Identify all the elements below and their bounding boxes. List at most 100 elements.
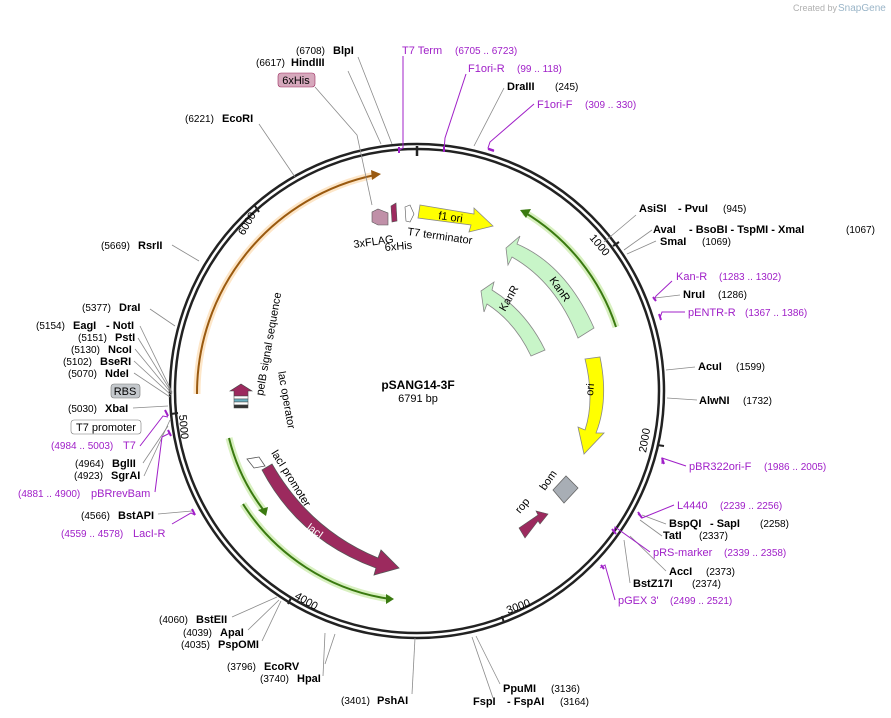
enzyme-pos: (2373) <box>706 567 735 578</box>
primer-name: F1ori-R <box>468 63 505 75</box>
callout-eagi <box>139 325 173 393</box>
enzyme-name: SmaI <box>660 236 686 248</box>
enzyme-pos: (5030) <box>68 404 97 415</box>
enzyme-name: AlwNI <box>699 395 730 407</box>
ori-arrow <box>577 356 605 455</box>
callout-blpi <box>357 56 393 145</box>
enzyme-pos: (3796) <box>227 662 256 673</box>
callout-apai <box>247 599 280 631</box>
enzyme-sep: - PvuI <box>678 203 708 215</box>
enzyme-pos: (5377) <box>82 303 111 314</box>
callout-ecorv <box>324 633 336 665</box>
primer-line-pbrrevbam <box>154 432 171 493</box>
callout-fspi <box>471 636 494 699</box>
green-arc-3 <box>242 503 391 600</box>
enzyme-name: HpaI <box>297 673 321 685</box>
3xflag-label: 3xFLAG <box>353 233 395 251</box>
plasmid-size: 6791 bp <box>398 393 438 405</box>
enzyme-sep: - BsoBI - TspMI - XmaI <box>689 224 804 236</box>
callout-ncoi <box>134 348 173 395</box>
enzyme-sep: - SapI <box>710 518 740 530</box>
enzyme-pos: (4039) <box>183 628 212 639</box>
enzyme-pos: (5130) <box>71 345 100 356</box>
t7-promoter-box-label: T7 promoter <box>76 422 136 434</box>
3xflag-mark <box>371 208 389 226</box>
green-arc-2-head <box>258 507 268 516</box>
primer-mark <box>611 528 617 535</box>
primer-marks <box>164 146 665 570</box>
kanr-outer-arrow <box>505 235 595 339</box>
enzyme-pos: (5070) <box>68 369 97 380</box>
primer-line-t7-term <box>398 56 404 151</box>
primer-name: T7 Term <box>402 45 442 57</box>
enzyme-pos: (4964) <box>75 459 104 470</box>
callout-ndei <box>133 372 171 398</box>
enzyme-pos: (1599) <box>736 362 765 373</box>
enzyme-pos: (3136) <box>551 684 580 695</box>
callout-drai <box>149 308 176 327</box>
enzyme-name: AccI <box>669 566 692 578</box>
orf-arc-halo <box>193 171 376 395</box>
tick-mark-3000 <box>501 615 505 624</box>
enzyme-pos: (1732) <box>743 396 772 407</box>
primer-mark <box>164 409 169 417</box>
enzyme-name: PpuMI <box>503 683 536 695</box>
callout-drui <box>654 294 681 299</box>
primer-line-t7 <box>139 415 169 447</box>
primer-mark <box>487 148 495 152</box>
callout-bstapi <box>157 510 193 515</box>
primer-name: L4440 <box>677 500 708 512</box>
enzyme-pos: (3401) <box>341 696 370 707</box>
f1-ori-label: f1 ori <box>438 210 464 225</box>
primer-name: LacI-R <box>133 528 165 540</box>
enzyme-pos: (2258) <box>760 519 789 530</box>
enzyme-name: EagI <box>73 320 96 332</box>
callout-ppumi <box>475 635 501 685</box>
tick-mark-5000 <box>170 412 179 415</box>
primer-mark <box>661 457 665 465</box>
rop-label: rop <box>513 496 532 516</box>
primer-range: (4881 .. 4900) <box>18 489 80 500</box>
enzyme-pos: (1067) <box>846 225 875 236</box>
enzyme-name: PstI <box>115 332 135 344</box>
callout-hpai <box>322 632 326 677</box>
enzyme-name: NcoI <box>108 344 132 356</box>
enzyme-name: RsrII <box>138 240 162 252</box>
primer-labels: T7 Term (6705 .. 6723) F1ori-R (99 .. 11… <box>18 45 826 607</box>
primer-name: pGEX 3' <box>618 595 659 607</box>
enzyme-pos: (6708) <box>296 46 325 57</box>
callout-tati <box>639 519 663 537</box>
6xhis-label: 6xHis <box>384 240 413 254</box>
enzyme-pos: (4035) <box>181 640 210 651</box>
enzyme-name: NdeI <box>105 368 129 380</box>
primer-range: (6705 .. 6723) <box>455 46 517 57</box>
primer-name: pBRrevBam <box>91 488 150 500</box>
primer-range: (99 .. 118) <box>517 64 562 75</box>
callout-bseri <box>133 360 172 396</box>
enzyme-name: EcoRV <box>264 661 300 673</box>
enzyme-name: DraIII <box>507 81 535 93</box>
rop-arrow <box>518 510 549 539</box>
enzyme-name: PshAI <box>377 695 408 707</box>
primer-range: (2339 .. 2358) <box>724 548 786 559</box>
enzyme-pos: (5154) <box>36 321 65 332</box>
primer-mark <box>637 511 643 519</box>
green-arc-1 <box>523 211 617 328</box>
enzyme-pos: (3740) <box>260 674 289 685</box>
t7-terminator-mark <box>404 204 415 223</box>
plasmid-name: pSANG14-3F <box>381 378 454 392</box>
enzyme-pos: (4566) <box>81 511 110 522</box>
enzyme-name: BlpI <box>333 45 354 57</box>
lac-operator-mark <box>233 401 249 406</box>
credit-prefix: Created by <box>793 3 838 13</box>
primer-name: F1ori-F <box>537 99 573 111</box>
enzyme-name: AvaI <box>653 224 676 236</box>
primer-name: pENTR-R <box>688 307 736 319</box>
enzyme-name: EcoRI <box>222 113 253 125</box>
enzyme-pos: (6221) <box>185 114 214 125</box>
callout-avai <box>623 229 653 251</box>
green-arc-2 <box>228 437 266 513</box>
enzyme-name: BstZ17I <box>633 578 673 590</box>
primer-range: (4984 .. 5003) <box>51 441 113 452</box>
primer-range: (1367 .. 1386) <box>745 308 807 319</box>
